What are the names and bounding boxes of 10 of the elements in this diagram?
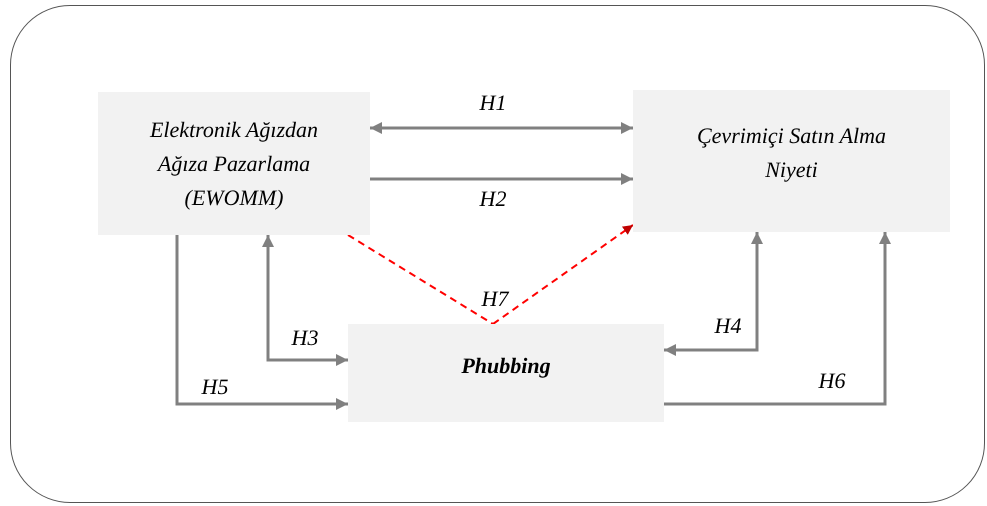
concept-box: Çevrimiçi Satın Alma Niyeti bbox=[633, 90, 950, 232]
arrow bbox=[176, 235, 348, 410]
arrow bbox=[492, 224, 634, 325]
arrow bbox=[370, 173, 633, 185]
arrow bbox=[370, 122, 633, 134]
arrow bbox=[664, 232, 891, 406]
concept-box: Phubbing bbox=[348, 324, 664, 422]
concept-box: Elektronik Ağızdan Ağıza Pazarlama (EWOMM) bbox=[98, 92, 370, 235]
arrow bbox=[664, 232, 763, 356]
arrow bbox=[262, 235, 348, 366]
